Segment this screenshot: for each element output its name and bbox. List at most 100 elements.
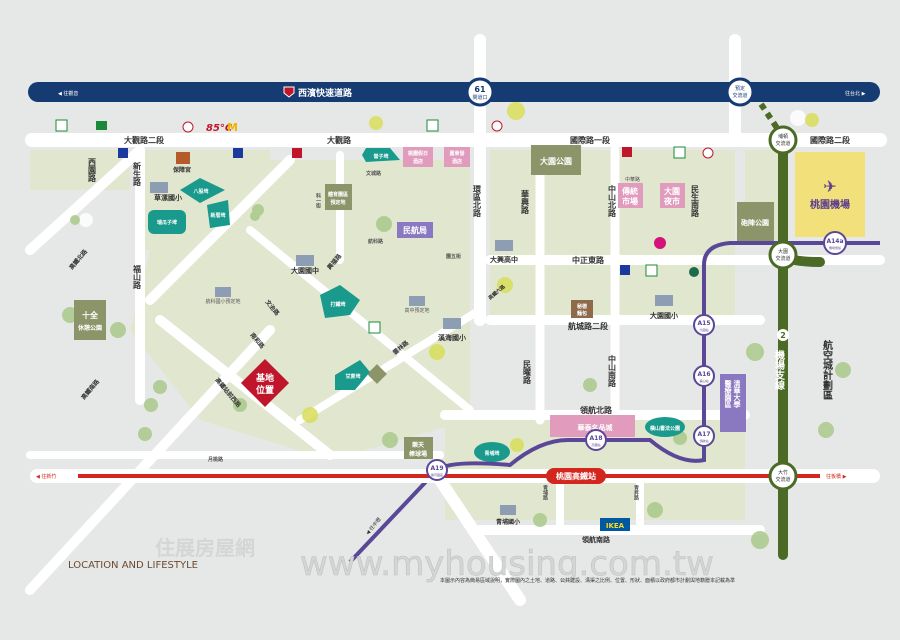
hengshan-park-label: 橫山書法公園: [650, 425, 680, 432]
mrt-station-a16[interactable]: A16 橫山站: [693, 365, 715, 387]
road-label: 華興路: [520, 189, 530, 215]
ic-label: 交流道: [775, 255, 790, 262]
station-name: 高鐵站: [591, 442, 600, 447]
watermark-url: www.myhousing.com.tw: [300, 544, 714, 584]
hsr-station-label: 桃園高鐵站: [556, 471, 596, 481]
road-label: 中華路: [625, 176, 640, 183]
road-label: 航科路: [368, 238, 384, 245]
ikea-store: [600, 518, 630, 531]
station-name: 體育園區: [431, 472, 443, 477]
expressway-name: 西濱快速道路: [298, 87, 353, 99]
dazhu-interchange[interactable]: 大竹 交流道: [768, 461, 798, 491]
brand-markers: 85°C M: [55, 119, 714, 334]
pond-label: 打鐵埤: [330, 301, 345, 308]
temple-icon: [176, 152, 190, 164]
hsr-station[interactable]: [546, 468, 606, 484]
site-label-1: 基地: [255, 372, 274, 384]
mrt-station-a15[interactable]: A15 大園站: [693, 314, 715, 336]
pxmart-icon: [118, 148, 128, 158]
school-label: 青埔國小: [496, 518, 520, 526]
airport-label: 桃園機場: [810, 198, 850, 211]
qingpu-pond: [474, 442, 510, 462]
road-label: 中正東路: [572, 255, 605, 265]
road-label: 中山南路: [607, 354, 617, 388]
starbucks-icon: [689, 267, 699, 277]
qingpu-pond-label: 青埔埤: [484, 450, 499, 457]
road-label: 文城路: [366, 170, 382, 177]
site-label-2: 位置: [256, 384, 274, 396]
ic-label: 交流道: [732, 92, 747, 99]
ponds: [148, 148, 400, 390]
ramp-61[interactable]: 61 閘道口: [465, 77, 495, 107]
mrt-station-a19[interactable]: A19 體育園區: [426, 459, 448, 481]
rakuten-stadium: [404, 437, 433, 459]
pond-label: 八股埤: [192, 188, 208, 195]
airplane-icon: ✈: [823, 177, 836, 196]
mrt-station-a14a[interactable]: A14a 機場旅館: [823, 231, 847, 255]
planned-interchange[interactable]: 預定 交流道: [725, 77, 755, 107]
sports-park-label-2: 預定地: [330, 199, 345, 206]
pharmacy-icon: [292, 148, 302, 158]
ikea-logo: IKEA: [606, 522, 625, 530]
rakuten-label-2: 棒球場: [409, 450, 427, 458]
road-label: 民曜路: [522, 360, 532, 385]
pxmart-icon: [233, 148, 243, 158]
shiquan-park-label-2: 休憩公園: [77, 324, 102, 332]
map-title: LOCATION AND LIFESTYLE: [68, 560, 198, 571]
road-label: 西園路: [87, 158, 97, 183]
ic-label: 大園: [778, 248, 788, 255]
mrt-station-a18[interactable]: A18 高鐵站: [585, 429, 607, 451]
hsr-left-direction: ◀ 往新竹: [36, 473, 56, 480]
school-label: 溪海國小: [438, 333, 466, 342]
station-code: A18: [590, 435, 603, 442]
watermark-logo: 住展房屋網: [155, 536, 255, 560]
road-label: 領航南路: [581, 535, 611, 544]
west-coast-expressway: [28, 82, 880, 102]
road-label: 民生南路: [690, 185, 700, 218]
post-office-icon: [702, 147, 714, 159]
route-number: 2: [780, 331, 786, 340]
road-label: 科一街: [315, 192, 322, 209]
putou-interchange[interactable]: 埔頓 交流道: [768, 125, 798, 155]
school-label: 大園國小: [650, 311, 678, 320]
station-code: A19: [431, 465, 444, 472]
hotel2-label-1: 嘉東發: [448, 150, 465, 157]
station-code: A14a: [826, 238, 843, 245]
road-label: 園五街: [446, 253, 461, 260]
pond-label: 新厝埤: [210, 212, 225, 219]
site-location[interactable]: 基地 位置: [240, 358, 290, 408]
seven-eleven-icon: [55, 119, 68, 132]
hotel-label-2: 酒店: [413, 158, 423, 165]
school-label: 大興高中: [490, 255, 518, 264]
ic-label: 大竹: [778, 469, 788, 476]
mcdonalds-icon: M: [227, 121, 238, 134]
pond-label: 甘蔗埤: [345, 373, 360, 380]
ic-label: 交流道: [775, 140, 790, 147]
tsinghua-medical: [720, 374, 746, 432]
traditional-market: [618, 183, 643, 208]
tsinghua-label-1: 清華大學: [733, 379, 741, 409]
hotel-label-1: 桃園假日: [408, 150, 428, 157]
mrt-station-a17[interactable]: A17 領航站: [693, 425, 715, 447]
road-label: 國際路一段: [570, 135, 610, 145]
dayuan-interchange[interactable]: 大園 交流道: [768, 240, 798, 270]
dayuan-park-label: 大園公園: [540, 156, 572, 166]
school-label: 草漯國小: [154, 193, 182, 202]
bakery: [367, 364, 387, 384]
station-name: 橫山站: [699, 378, 708, 383]
school-label: 航科國小預定地: [205, 298, 240, 305]
road-label: 大觀路: [327, 135, 352, 145]
gloria-outlets-label: 華泰名品城: [578, 423, 613, 432]
school-icons: [150, 182, 673, 515]
market-label-1: 傳統: [621, 186, 638, 196]
airport-line-label: 機場支線: [773, 349, 786, 391]
paotai-park: [737, 202, 774, 242]
sports-park-site: [325, 184, 352, 210]
bakery-label-1: 秘德: [577, 303, 587, 310]
pond-label: 崙子埤: [372, 153, 388, 160]
pond-label: 瑞瓜子埤: [157, 219, 177, 226]
ic-label: 交流道: [775, 476, 790, 483]
aerotropolis-label: 航空城計劃區: [821, 339, 833, 400]
night-market: [660, 183, 685, 208]
